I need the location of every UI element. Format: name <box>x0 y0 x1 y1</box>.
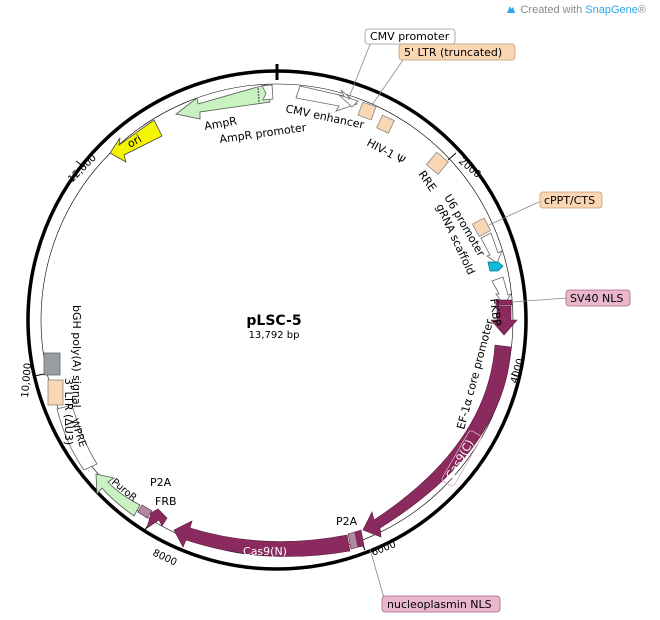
tick-label-6000: 6000 <box>370 539 398 559</box>
feature-p2a-right[interactable] <box>347 531 359 550</box>
tick-label-4000: 4000 <box>509 357 526 384</box>
feature-wpre[interactable] <box>56 404 98 471</box>
feature-5ltr[interactable] <box>357 101 377 121</box>
feature-p2a-left[interactable] <box>137 504 153 519</box>
ampr-hatch <box>257 87 260 103</box>
label-cas9n: Cas9(N) <box>243 545 287 558</box>
label-p2a-right: P2A <box>336 515 358 528</box>
label-p2a-left: P2A <box>150 476 172 489</box>
credit-prefix: Created with <box>520 4 586 16</box>
label-3ltr: 3' LTR (ΔU3) <box>62 378 75 445</box>
feature-grna-scaffold[interactable] <box>487 261 504 272</box>
feature-sv40-nls[interactable] <box>495 299 513 306</box>
feature-puror[interactable] <box>95 473 141 517</box>
feature-cas9c[interactable] <box>362 344 512 538</box>
callout-5ltr[interactable]: 5' LTR (truncated) <box>398 43 516 61</box>
feature-hiv1-psi[interactable] <box>376 114 395 134</box>
feature-3ltr[interactable] <box>47 379 64 406</box>
feature-cas9n[interactable] <box>173 520 351 557</box>
callout-sv40-nls[interactable]: SV40 NLS <box>565 289 631 307</box>
label-sv40-nls: SV40 NLS <box>570 292 623 305</box>
label-hiv1-psi: HIV-1 Ψ <box>365 136 408 167</box>
label-cppt: cPPT/CTS <box>544 194 595 207</box>
snapgene-logo-icon <box>507 6 516 13</box>
label-ori: ori <box>125 132 144 150</box>
label-cmv-promoter: CMV promoter <box>370 30 450 43</box>
plasmid-size: 13,792 bp <box>249 330 300 341</box>
callout-cmv-promoter[interactable]: CMV promoter <box>364 28 456 45</box>
tick-label-8000: 8000 <box>151 548 179 569</box>
callout-nucleoplasmin-nls[interactable]: nucleoplasmin NLS <box>381 595 501 613</box>
label-bgh-polya: bGH poly(A) signal <box>70 305 83 408</box>
label-ampr: AmpR <box>203 114 238 133</box>
label-frb: FRB <box>155 495 177 508</box>
tick-label-12000: 12,000 <box>66 153 99 186</box>
plasmid-name: pLSC-5 <box>246 313 301 329</box>
label-5ltr: 5' LTR (truncated) <box>404 46 502 59</box>
feature-ef1a-promoter[interactable] <box>491 276 512 306</box>
feature-cmv-enhancer[interactable] <box>295 85 358 112</box>
leader-lines <box>347 41 568 599</box>
credit-name: SnapGene <box>585 4 638 16</box>
feature-fkbp[interactable] <box>490 305 518 336</box>
label-fkbp: FKBP <box>487 298 504 328</box>
callout-cas9c-box <box>441 430 482 487</box>
tick-label-10000: 10,000 <box>20 362 34 398</box>
callout-cppt[interactable]: cPPT/CTS <box>539 191 603 209</box>
label-nucleoplasmin-nls: nucleoplasmin NLS <box>387 598 492 611</box>
feature-ori[interactable] <box>109 119 163 163</box>
feature-ampr[interactable] <box>175 83 271 120</box>
snapgene-credit: Created with SnapGene® <box>506 4 646 16</box>
feature-frb[interactable] <box>146 508 168 529</box>
feature-ampr-promoter[interactable] <box>261 84 274 101</box>
feature-rre[interactable] <box>425 151 449 175</box>
feature-bgh-polya[interactable] <box>43 352 61 376</box>
feature-cppt[interactable] <box>471 217 492 238</box>
credit-mark: ® <box>637 4 646 16</box>
feature-u6-promoter[interactable] <box>480 232 503 264</box>
